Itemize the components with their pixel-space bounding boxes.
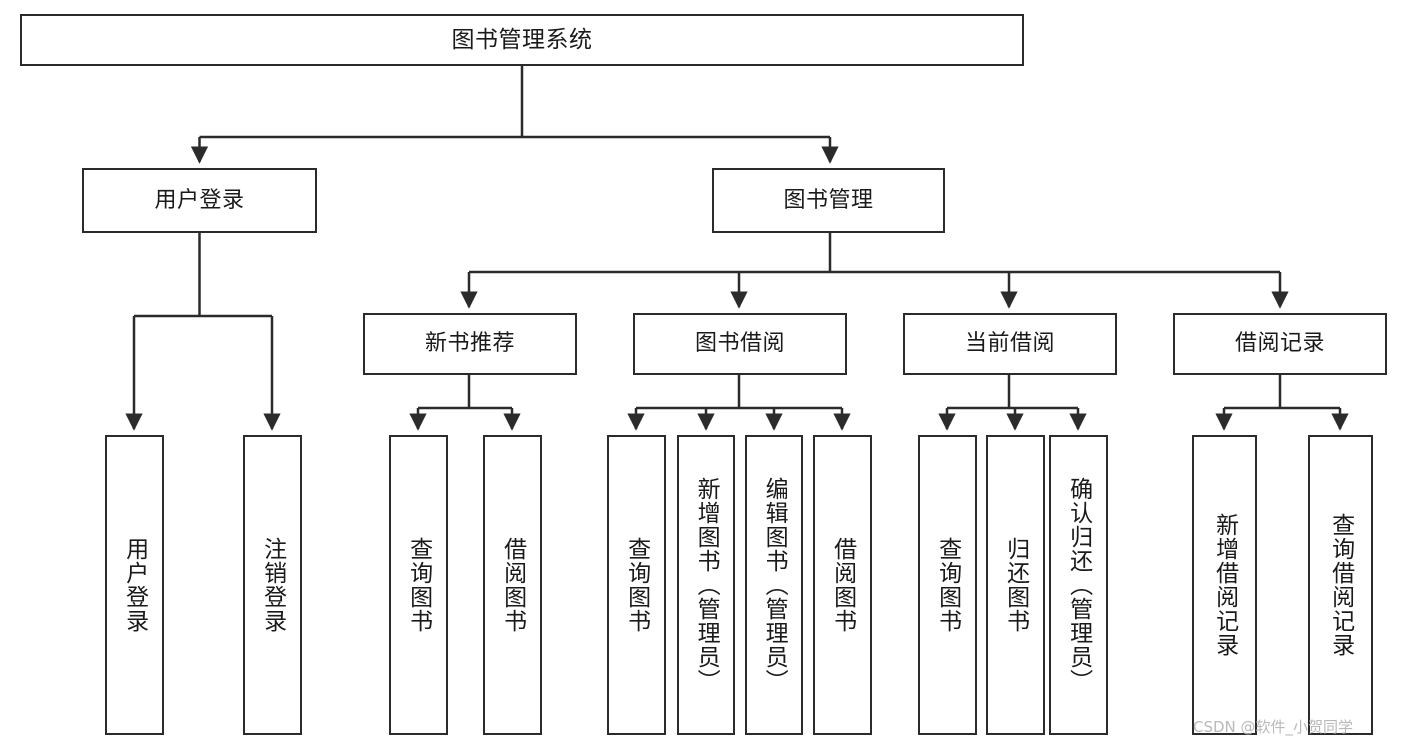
leaf-query-book-current-label: 查询图书 bbox=[934, 537, 961, 633]
csdn-watermark: CSDN @软件_小贺同学 bbox=[1193, 718, 1354, 736]
leaf-query-borrow-record[interactable]: 查询借阅记录 bbox=[1308, 435, 1373, 735]
leaf-logout-label: 注销登录 bbox=[259, 537, 286, 633]
node-book-management[interactable]: 图书管理 bbox=[712, 168, 945, 233]
leaf-borrow-book-recommend-label: 借阅图书 bbox=[499, 537, 526, 633]
node-current-borrow-label: 当前借阅 bbox=[964, 331, 1055, 357]
node-new-book-recommend[interactable]: 新书推荐 bbox=[363, 313, 577, 375]
leaf-user-login-label: 用户登录 bbox=[121, 537, 148, 633]
leaf-add-borrow-record[interactable]: 新增借阅记录 bbox=[1192, 435, 1257, 735]
leaf-return-book-label: 归还图书 bbox=[1002, 537, 1029, 633]
node-user-login-label: 用户登录 bbox=[154, 187, 245, 213]
leaf-query-book-borrow[interactable]: 查询图书 bbox=[607, 435, 666, 735]
leaf-add-book-admin-label: 新增图书（管理员） bbox=[693, 477, 720, 693]
leaf-query-book-current[interactable]: 查询图书 bbox=[918, 435, 977, 735]
leaf-confirm-return-admin-label: 确认归还（管理员） bbox=[1065, 477, 1092, 693]
leaf-query-book-borrow-label: 查询图书 bbox=[623, 537, 650, 633]
node-current-borrow[interactable]: 当前借阅 bbox=[903, 313, 1117, 375]
leaf-confirm-return-admin[interactable]: 确认归还（管理员） bbox=[1049, 435, 1108, 735]
leaf-edit-book-admin[interactable]: 编辑图书（管理员） bbox=[745, 435, 803, 735]
node-book-management-label: 图书管理 bbox=[783, 187, 874, 213]
node-book-borrow[interactable]: 图书借阅 bbox=[633, 313, 847, 375]
node-borrow-record[interactable]: 借阅记录 bbox=[1173, 313, 1387, 375]
leaf-return-book[interactable]: 归还图书 bbox=[986, 435, 1045, 735]
leaf-borrow-book-label: 借阅图书 bbox=[829, 537, 856, 633]
leaf-query-book-recommend-label: 查询图书 bbox=[405, 537, 432, 633]
leaf-add-borrow-record-label: 新增借阅记录 bbox=[1211, 513, 1238, 657]
leaf-borrow-book-recommend[interactable]: 借阅图书 bbox=[483, 435, 542, 735]
leaf-edit-book-admin-label: 编辑图书（管理员） bbox=[761, 477, 788, 693]
node-new-book-recommend-label: 新书推荐 bbox=[424, 331, 515, 357]
node-user-login[interactable]: 用户登录 bbox=[82, 168, 317, 233]
leaf-user-login[interactable]: 用户登录 bbox=[105, 435, 164, 735]
node-root[interactable]: 图书管理系统 bbox=[20, 14, 1024, 66]
node-borrow-record-label: 借阅记录 bbox=[1234, 331, 1325, 357]
leaf-query-book-recommend[interactable]: 查询图书 bbox=[389, 435, 448, 735]
leaf-query-borrow-record-label: 查询借阅记录 bbox=[1327, 513, 1354, 657]
leaf-add-book-admin[interactable]: 新增图书（管理员） bbox=[677, 435, 735, 735]
node-root-label: 图书管理系统 bbox=[451, 26, 593, 53]
leaf-logout[interactable]: 注销登录 bbox=[243, 435, 302, 735]
leaf-borrow-book[interactable]: 借阅图书 bbox=[813, 435, 872, 735]
node-book-borrow-label: 图书借阅 bbox=[694, 331, 785, 357]
